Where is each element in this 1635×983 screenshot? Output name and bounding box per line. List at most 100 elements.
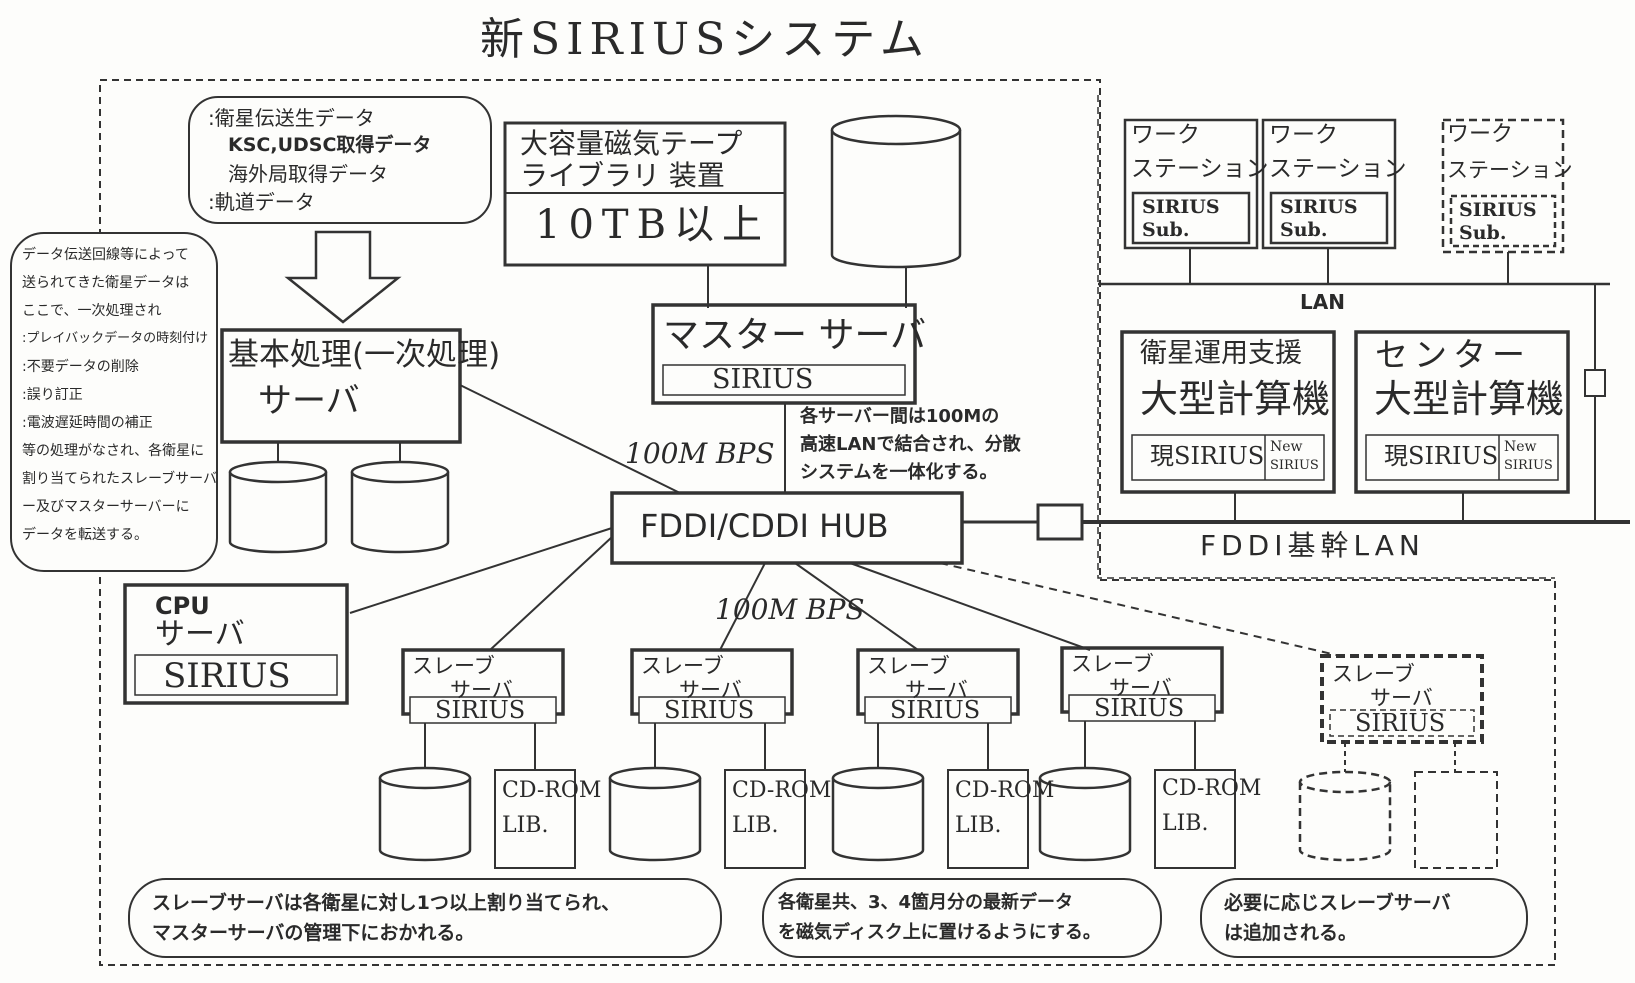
mainframe-2-new-2: SIRIUS bbox=[1504, 458, 1553, 473]
lan-area-boundary bbox=[1097, 95, 1555, 579]
processing-note-line: :プレイバックデータの時刻付け bbox=[22, 331, 209, 346]
master-server-sirius: SIRIUS bbox=[712, 364, 814, 395]
workstation-1-sub-2: Sub. bbox=[1142, 219, 1190, 241]
slave-disk-4 bbox=[1038, 766, 1132, 862]
cdrom-lib-2 bbox=[724, 769, 806, 869]
mainframe-2-current: 現SIRIUS bbox=[1384, 442, 1499, 470]
bottom-note-2-line-1: 各衛星共、3、4箇月分の最新データ bbox=[778, 892, 1074, 913]
workstation-1-sub-1: SIRIUS bbox=[1142, 196, 1220, 218]
basic-server-title: 基本処理(一次処理) bbox=[228, 337, 501, 373]
slave-disk-3 bbox=[831, 766, 925, 862]
hub-to-slave3-line bbox=[794, 562, 919, 651]
page-title: 新SIRIUSシステム bbox=[480, 14, 930, 65]
workstation-2-label-1: ワーク bbox=[1269, 122, 1338, 148]
cdrom-1-label-2: LIB. bbox=[502, 813, 549, 838]
processing-note-line: データ伝送回線等によって bbox=[22, 247, 189, 263]
workstation-1-label-1: ワーク bbox=[1131, 122, 1200, 148]
slave-4-sirius: SIRIUS bbox=[1094, 694, 1185, 722]
mainframe-1-current: 現SIRIUS bbox=[1150, 442, 1265, 470]
workstation-2-sub-2: Sub. bbox=[1280, 219, 1328, 241]
workstation-3-label-2: ステーション bbox=[1447, 158, 1573, 182]
basic-server-box bbox=[220, 328, 462, 444]
bottom-note-2-bubble: 各衛星共、3、4箇月分の最新データ を磁気ディスク上に置けるようにする。 bbox=[762, 878, 1162, 958]
slave-2-sirius: SIRIUS bbox=[664, 696, 755, 724]
cdrom-4-label-2: LIB. bbox=[1162, 811, 1209, 836]
cpu-server-box bbox=[123, 583, 349, 705]
slave-4-label-1: スレーブ bbox=[1071, 652, 1154, 676]
cdrom-lib-3 bbox=[947, 769, 1029, 869]
hub-to-slave2-line bbox=[719, 562, 766, 651]
slave-3-sirius: SIRIUS bbox=[890, 696, 981, 724]
slave-3-label-1: スレーブ bbox=[867, 654, 950, 678]
cdrom-1-label-1: CD-ROM bbox=[502, 778, 602, 803]
processing-note-line: 送られてきた衛星データは bbox=[22, 275, 190, 291]
basic-to-hub-line bbox=[459, 384, 681, 494]
hub-to-slave4-line bbox=[849, 562, 1091, 651]
workstation-3-box bbox=[1441, 118, 1565, 254]
cpu-server-sirius: SIRIUS bbox=[163, 656, 291, 696]
data-sources-bubble: :衛星伝送生データ KSC,UDSC取得データ 海外局取得データ :軌道データ bbox=[188, 96, 492, 224]
slave-server-5-box bbox=[1320, 654, 1484, 744]
hub-to-slave1-line bbox=[489, 536, 613, 651]
processing-note-line: :誤り訂正 bbox=[22, 387, 83, 403]
bps-label-bottom: 100M BPS bbox=[715, 593, 865, 626]
slave-1-label-2: サーバ bbox=[450, 678, 513, 702]
lan-note-line-1: 各サーバー間は100Mの bbox=[800, 406, 1000, 427]
workstation-3-sub-2: Sub. bbox=[1459, 222, 1507, 244]
slave-5-label-2: サーバ bbox=[1370, 686, 1433, 710]
lan-label: LAN bbox=[1300, 290, 1345, 314]
lan-note-line-2: 高速LANで結合され、分散 bbox=[800, 434, 1021, 455]
mainframe-2-title: センター bbox=[1375, 335, 1531, 374]
slave-disk-5-planned bbox=[1298, 770, 1392, 862]
lan-connector bbox=[1584, 369, 1606, 397]
bottom-note-1-line-1: スレーブサーバは各衛星に対し1つ以上割り当てられ、 bbox=[152, 892, 621, 914]
processing-note-line: ここで、一次処理され bbox=[22, 303, 162, 319]
workstation-3-sub-1: SIRIUS bbox=[1459, 199, 1537, 221]
processing-note-bubble: データ伝送回線等によって 送られてきた衛星データは ここで、一次処理され :プレ… bbox=[10, 232, 218, 572]
cdrom-4-label-1: CD-ROM bbox=[1162, 776, 1262, 801]
bottom-note-1-bubble: スレーブサーバは各衛星に対し1つ以上割り当てられ、 マスターサーバの管理下におか… bbox=[128, 878, 722, 958]
slave-1-sirius: SIRIUS bbox=[435, 696, 526, 724]
input-arrow bbox=[284, 230, 402, 324]
tape-library-capacity: 10TB以上 bbox=[535, 202, 770, 248]
processing-note-line: :不要データの削除 bbox=[22, 359, 139, 375]
processing-note-line: ー及びマスターサーバーに bbox=[22, 499, 190, 515]
cdrom-lib-5-planned bbox=[1414, 771, 1498, 869]
hub-label: FDDI/CDDI HUB bbox=[640, 507, 889, 545]
bottom-note-3-line-1: 必要に応じスレーブサーバ bbox=[1224, 892, 1451, 914]
workstation-1-label-2: ステーション bbox=[1131, 156, 1269, 182]
cpu-server-label: CPU bbox=[155, 592, 210, 620]
fddi-hub-box bbox=[610, 491, 964, 565]
tape-library-title-2: ライブラリ 装置 bbox=[520, 159, 725, 192]
mainframe-1-title: 衛星運用支援 bbox=[1140, 338, 1302, 369]
tape-library-title-1: 大容量磁気テープ bbox=[520, 127, 743, 160]
workstation-1-box bbox=[1123, 118, 1259, 250]
master-server-title: マスター サーバ bbox=[663, 315, 927, 356]
processing-note-line: 等の処理がなされ、各衛星に bbox=[22, 443, 205, 459]
slave-3-label-2: サーバ bbox=[905, 678, 968, 702]
cdrom-2-label-2: LIB. bbox=[732, 813, 779, 838]
data-note-line-1: :衛星伝送生データ bbox=[208, 106, 375, 130]
slave-5-label-1: スレーブ bbox=[1332, 662, 1415, 686]
workstation-3-label-1: ワーク bbox=[1447, 122, 1514, 147]
data-note-line-4: :軌道データ bbox=[208, 190, 315, 214]
fddi-backbone-label: FDDI基幹LAN bbox=[1200, 529, 1425, 562]
basic-disk-2 bbox=[350, 460, 450, 554]
bottom-note-1-line-2: マスターサーバの管理下におかれる。 bbox=[152, 922, 475, 944]
fddi-connector bbox=[1036, 503, 1084, 541]
mainframe-1-subtitle: 大型計算機 bbox=[1140, 377, 1331, 421]
bottom-note-3-bubble: 必要に応じスレーブサーバ は追加される。 bbox=[1200, 878, 1528, 958]
processing-note-line: 割り当てられたスレーブサーバ bbox=[22, 471, 218, 487]
slave-1-label-1: スレーブ bbox=[412, 654, 495, 678]
slave-2-label-1: スレーブ bbox=[641, 654, 724, 678]
master-disk-cylinder bbox=[830, 114, 962, 269]
bottom-note-2-line-2: を磁気ディスク上に置けるようにする。 bbox=[778, 922, 1101, 943]
cdrom-lib-1 bbox=[494, 769, 576, 869]
mainframe-2-box bbox=[1354, 330, 1570, 494]
cpu-server-subtitle: サーバ bbox=[155, 617, 245, 652]
slave-disk-1 bbox=[378, 766, 472, 862]
mainframe-2-new-1: New bbox=[1504, 439, 1537, 455]
workstation-2-box bbox=[1261, 118, 1397, 250]
